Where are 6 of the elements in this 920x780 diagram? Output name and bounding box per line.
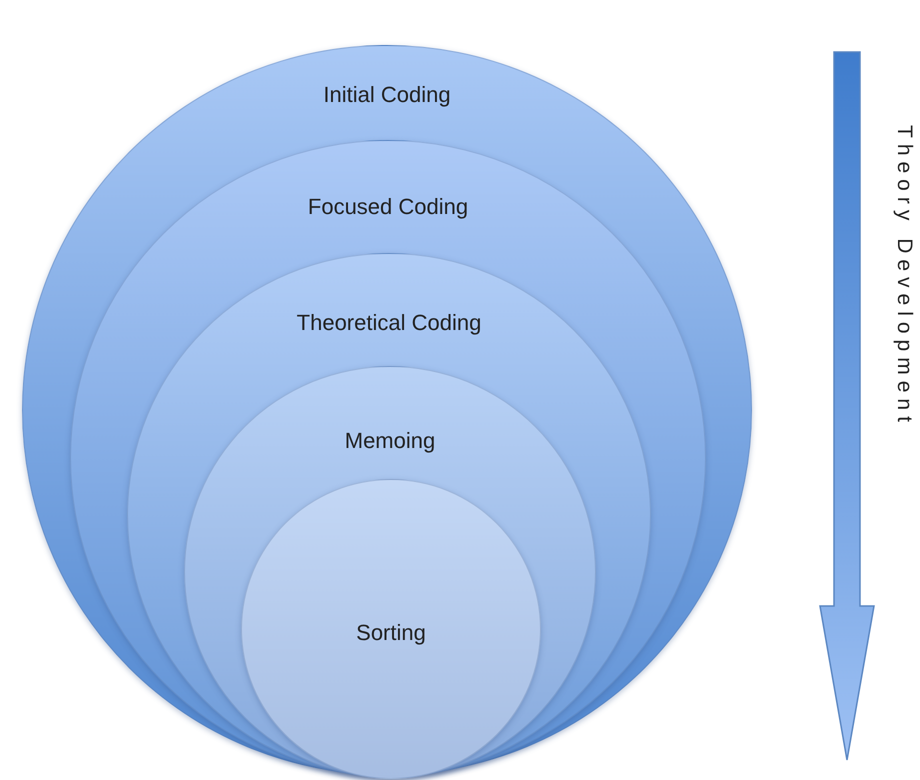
circle-label: Focused Coding bbox=[308, 194, 468, 220]
circle-label: Theoretical Coding bbox=[296, 310, 482, 336]
circle-label: Sorting bbox=[356, 620, 426, 646]
circle-label: Memoing bbox=[344, 428, 436, 454]
axis-label: Theory Development bbox=[892, 125, 916, 428]
circle-label: Initial Coding bbox=[323, 82, 451, 108]
